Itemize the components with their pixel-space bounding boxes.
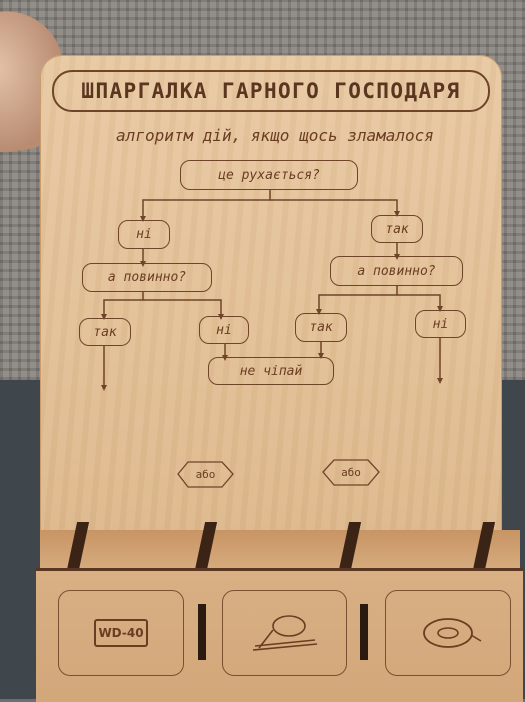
duct-tape-icon <box>423 617 482 648</box>
node-left-no: ні <box>199 316 249 344</box>
panel-cable-ties <box>222 590 347 676</box>
slot-right <box>360 604 368 660</box>
node-left-question: а повинно? <box>82 263 212 292</box>
wd40-logo: WD-40 <box>94 619 148 647</box>
node-start: це рухається? <box>180 160 358 190</box>
node-left-yes: так <box>79 318 131 346</box>
organizer-box-inside <box>40 530 520 572</box>
panel-duct-tape <box>385 590 511 676</box>
or-label-right: або <box>341 466 361 479</box>
node-right-question: а повинно? <box>330 256 463 286</box>
slot-left <box>198 604 206 660</box>
cable-ties-icon <box>252 615 317 651</box>
or-label-left: або <box>195 468 216 481</box>
sign-subtitle: алгоритм дій, якщо щось зламалося <box>116 126 434 145</box>
node-result: не чіпай <box>208 357 334 385</box>
wooden-board <box>40 55 502 585</box>
title-frame <box>52 70 490 112</box>
node-right-branch: так <box>371 215 423 243</box>
node-right-yes: так <box>295 313 347 342</box>
panel-wd40: WD-40 <box>58 590 184 676</box>
sign-title: ШПАРГАЛКА ГАРНОГО ГОСПОДАРЯ <box>81 79 461 103</box>
node-left-branch: ні <box>118 220 170 249</box>
node-right-no: ні <box>415 310 466 338</box>
